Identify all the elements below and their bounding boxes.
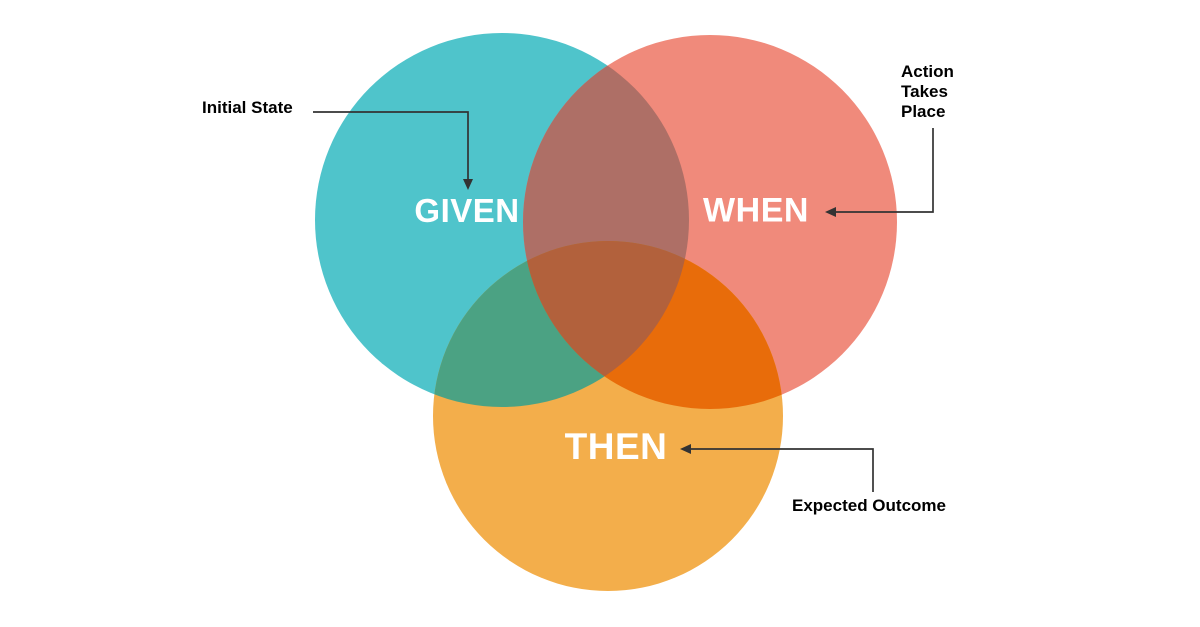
- action-arrowhead-icon: [825, 207, 836, 217]
- expected-outcome-arrowhead-icon: [680, 444, 691, 454]
- action-annotation-line-2: Takes: [901, 82, 948, 101]
- then-label: THEN: [564, 426, 668, 467]
- action-takes-place-annotation: Action Takes Place: [901, 62, 954, 122]
- when-label: WHEN: [703, 191, 809, 230]
- initial-state-arrowhead-icon: [463, 179, 473, 190]
- action-annotation-line-1: Action: [901, 62, 954, 81]
- action-annotation-line-3: Place: [901, 102, 946, 121]
- expected-outcome-connector: [691, 448, 874, 492]
- given-then-overlap: [433, 241, 689, 407]
- given-label: GIVEN: [414, 192, 520, 229]
- action-connector: [836, 128, 934, 213]
- initial-state-annotation: Initial State: [202, 98, 293, 117]
- expected-outcome-annotation: Expected Outcome: [792, 496, 946, 515]
- when-then-overlap: [523, 241, 783, 409]
- initial-state-connector: [313, 111, 469, 180]
